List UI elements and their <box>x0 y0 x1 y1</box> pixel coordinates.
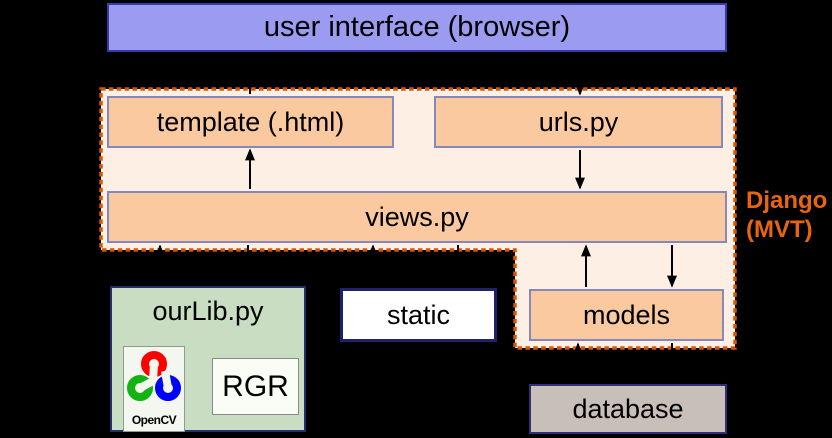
template-box: template (.html) <box>107 96 394 148</box>
opencv-wordmark: OpenCV <box>131 413 177 427</box>
django-mvt-caption: Django (MVT) <box>746 186 832 244</box>
database-label: database <box>572 393 684 424</box>
django-caption-line1: Django <box>746 187 828 214</box>
ourlib-box: ourLib.py OpenCV RGR <box>110 286 306 432</box>
django-caption-line2: (MVT) <box>746 216 813 243</box>
rgr-label: RGR <box>222 369 289 403</box>
user-interface-box: user interface (browser) <box>107 3 727 52</box>
urls-label: urls.py <box>538 106 619 137</box>
opencv-blue-gap <box>161 370 172 389</box>
static-label: static <box>386 299 451 330</box>
opencv-rings-icon <box>127 351 181 401</box>
models-label: models <box>582 299 671 330</box>
opencv-green-gap <box>138 376 157 392</box>
user-interface-label: user interface (browser) <box>263 11 571 43</box>
template-label: template (.html) <box>156 106 345 137</box>
ourlib-label: ourLib.py <box>152 295 264 326</box>
rgr-box: RGR <box>212 358 299 415</box>
opencv-logo: OpenCV <box>123 346 185 432</box>
views-box: views.py <box>107 191 727 243</box>
urls-box: urls.py <box>434 96 723 148</box>
database-box: database <box>529 384 727 434</box>
views-label: views.py <box>365 201 469 232</box>
static-box: static <box>340 288 497 342</box>
models-box: models <box>529 289 724 341</box>
opencv-green-ring <box>127 375 153 401</box>
